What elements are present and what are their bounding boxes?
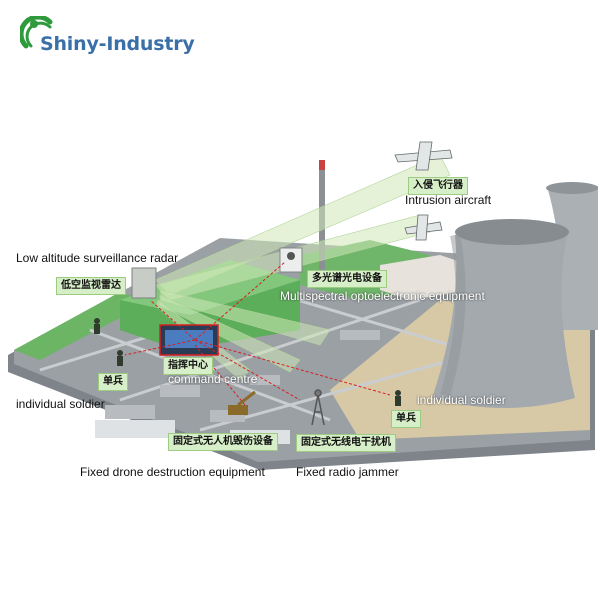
- command-links: [124, 261, 391, 406]
- radio-jammer-icon: [311, 389, 325, 426]
- intrusion-aircraft-icon: [394, 141, 453, 241]
- brand-name: Shiny-Industry: [40, 33, 195, 55]
- cooling-tower-front: [432, 221, 575, 408]
- label-radar-cn: 低空监视雷达: [56, 277, 126, 295]
- label-command-en: command centre: [168, 372, 258, 386]
- label-soldier-left-cn: 单兵: [98, 373, 128, 391]
- radar-unit: [131, 267, 157, 299]
- label-optic-cn: 多光谱光电设备: [307, 270, 387, 288]
- label-soldier-right-cn: 单兵: [391, 410, 421, 428]
- label-soldier-right-en: individual soldier: [417, 393, 506, 407]
- lawn-left: [14, 292, 150, 360]
- building-warehouse: [380, 255, 470, 300]
- cooling-tower-back: [548, 183, 598, 330]
- label-jammer-en: Fixed radio jammer: [296, 465, 399, 479]
- label-soldier-left-en: individual soldier: [16, 397, 105, 411]
- label-optic-en: Multispectral optoelectronic equipment: [280, 289, 485, 303]
- label-drone-destroy-en: Fixed drone destruction equipment: [80, 465, 265, 479]
- brand-logo-icon: [20, 16, 53, 49]
- label-jammer-cn: 固定式无线电干扰机: [296, 434, 396, 452]
- label-command-cn: 指挥中心: [163, 357, 213, 375]
- soldier-icons: [94, 318, 401, 406]
- label-radar-en: Low altitude surveillance radar: [16, 251, 179, 265]
- label-intrusion-en: Intrusion aircraft: [405, 193, 492, 207]
- label-drone-destroy-cn: 固定式无人机毁伤设备: [168, 433, 278, 451]
- drone-destruction-icon: [228, 390, 256, 415]
- label-intrusion-cn: 入侵飞行器: [408, 177, 468, 195]
